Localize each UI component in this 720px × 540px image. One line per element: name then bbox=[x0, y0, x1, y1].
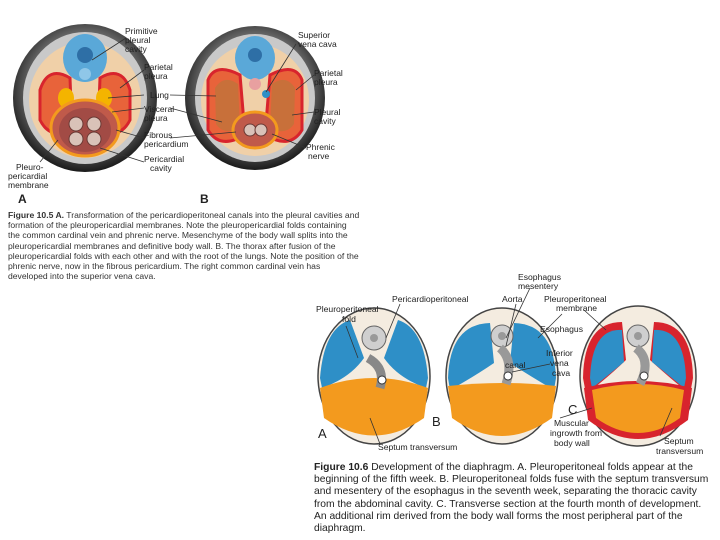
label-inferior-vena-cava-3: cava bbox=[552, 368, 570, 378]
label-esophagus: Esophagus bbox=[540, 324, 583, 334]
label-primitive-pleural-cavity-2: pleural bbox=[125, 35, 151, 45]
figure-10-6: Esophagus mesentery Pericardioperitoneal… bbox=[300, 268, 720, 463]
figure-10-5-caption-text: Transformation of the pericardioperitone… bbox=[8, 210, 360, 282]
label-aorta: Aorta bbox=[502, 294, 523, 304]
figure-10-6-caption-title: Figure 10.6 bbox=[314, 462, 369, 473]
label-parietal-pleura-b-1: Parietal bbox=[314, 68, 343, 78]
panel-label-b-10-6: B bbox=[432, 414, 441, 429]
figure-10-5-caption: Figure 10.5 A. Transformation of the per… bbox=[8, 210, 360, 281]
panel-label-c-10-6: C bbox=[568, 402, 577, 417]
label-pleuroperitoneal-fold-1: Pleuroperitoneal bbox=[316, 304, 379, 314]
figure-10-5-caption-title: Figure 10.5 A. bbox=[8, 210, 65, 220]
label-fibrous-pericardium-1: Fibrous bbox=[144, 130, 172, 140]
label-visceral-pleura-2: pleura bbox=[144, 113, 168, 123]
label-superior-vena-cava-2: vena cava bbox=[298, 39, 337, 49]
figure-10-6-caption: Figure 10.6 Development of the diaphragm… bbox=[314, 462, 712, 535]
figure-10-6-illustration: Esophagus mesentery Pericardioperitoneal… bbox=[316, 272, 703, 456]
figure-10-5-labels: Primitive pleural cavity Parietal pleura… bbox=[8, 26, 343, 206]
label-pericardial-cavity-1: Pericardial bbox=[144, 154, 184, 164]
label-pleuropericardial-membrane-2: pericardial bbox=[8, 171, 47, 181]
label-pleural-cavity-2: cavity bbox=[314, 116, 336, 126]
panel-label-a-10-6: A bbox=[318, 426, 327, 441]
label-pleuropericardial-membrane-3: membrane bbox=[8, 180, 49, 190]
label-primitive-pleural-cavity-3: cavity bbox=[125, 44, 147, 54]
panel-c-diaphragm bbox=[579, 305, 697, 447]
label-septum-transversum-c-1: Septum bbox=[664, 436, 694, 446]
label-inferior-vena-cava-2: vena bbox=[550, 358, 569, 368]
label-parietal-pleura-a-2: pleura bbox=[144, 71, 168, 81]
figure-10-5: Primitive pleural cavity Parietal pleura… bbox=[0, 0, 370, 290]
label-esophagus-mesentery-1: Esophagus bbox=[518, 272, 561, 282]
label-esophagus-mesentery-2: mesentery bbox=[518, 281, 559, 291]
label-muscular-ingrowth-2: ingrowth from bbox=[550, 428, 602, 438]
label-visceral-pleura-1: Visceral bbox=[144, 104, 174, 114]
leader-lines bbox=[39, 37, 315, 163]
label-pleural-cavity-1: Pleural bbox=[314, 107, 341, 117]
label-superior-vena-cava-1: Superior bbox=[298, 30, 330, 40]
label-canal: canal bbox=[505, 360, 526, 370]
panel-a-cross-section bbox=[13, 24, 157, 172]
panel-b-diaphragm bbox=[445, 307, 559, 445]
label-pleuroperitoneal-membrane-1: Pleuroperitoneal bbox=[544, 294, 607, 304]
panel-a-diaphragm bbox=[317, 307, 431, 445]
label-pleuroperitoneal-fold-2: fold bbox=[342, 314, 356, 324]
label-muscular-ingrowth-3: body wall bbox=[554, 438, 590, 448]
label-phrenic-nerve-1: Phrenic bbox=[306, 142, 336, 152]
panel-label-b: B bbox=[200, 192, 209, 206]
label-septum-transversum-a: Septum transversum bbox=[378, 442, 457, 452]
label-pleuroperitoneal-membrane-2: membrane bbox=[556, 303, 597, 313]
panel-label-a: A bbox=[18, 192, 27, 206]
label-pericardioperitoneal: Pericardioperitoneal bbox=[392, 294, 469, 304]
label-pleuropericardial-membrane-1: Pleuro- bbox=[16, 162, 44, 172]
label-phrenic-nerve-2: nerve bbox=[308, 151, 330, 161]
label-parietal-pleura-b-2: pleura bbox=[314, 77, 338, 87]
figure-10-5-illustration: Primitive pleural cavity Parietal pleura… bbox=[8, 24, 343, 206]
label-fibrous-pericardium-2: pericardium bbox=[144, 139, 188, 149]
label-lung: Lung bbox=[150, 90, 169, 100]
label-muscular-ingrowth-1: Muscular bbox=[554, 418, 589, 428]
label-inferior-vena-cava-1: Inferior bbox=[546, 348, 573, 358]
figure-10-6-labels: Esophagus mesentery Pericardioperitoneal… bbox=[316, 272, 703, 456]
label-primitive-pleural-cavity-1: Primitive bbox=[125, 26, 158, 36]
label-parietal-pleura-a-1: Parietal bbox=[144, 62, 173, 72]
figure-10-6-caption-text: Development of the diaphragm. A. Pleurop… bbox=[314, 462, 709, 535]
figure-10-6-leader-lines bbox=[345, 287, 673, 445]
panel-b-cross-section bbox=[185, 26, 325, 170]
label-septum-transversum-c-2: transversum bbox=[656, 446, 703, 456]
label-pericardial-cavity-2: cavity bbox=[150, 163, 172, 173]
